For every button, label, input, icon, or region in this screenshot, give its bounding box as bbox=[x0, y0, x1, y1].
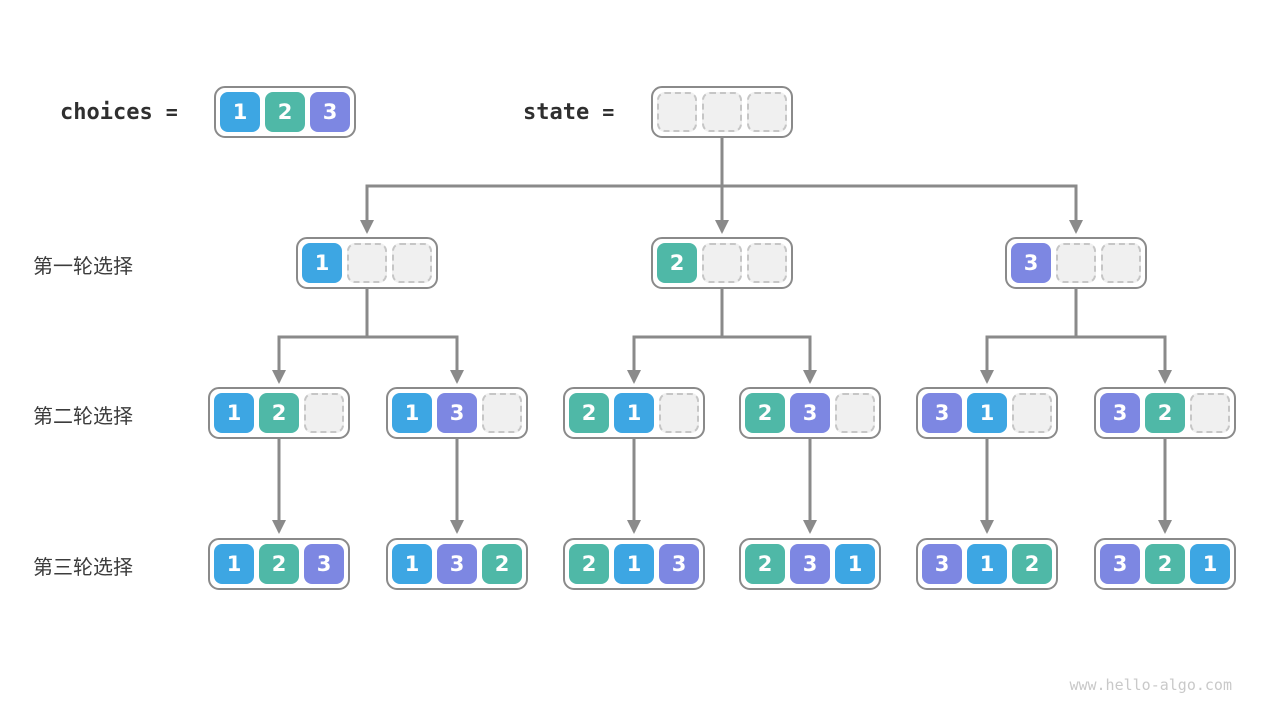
state-slot: 2 bbox=[259, 393, 299, 433]
state-slot bbox=[1190, 393, 1230, 433]
state-slot bbox=[657, 92, 697, 132]
state-slot: 3 bbox=[659, 544, 699, 584]
state-slot: 1 bbox=[1190, 544, 1230, 584]
choices-label: choices bbox=[60, 99, 153, 125]
state-slot bbox=[1056, 243, 1096, 283]
state-slot: 3 bbox=[922, 544, 962, 584]
state-slot: 1 bbox=[214, 393, 254, 433]
state-slot: 1 bbox=[967, 393, 1007, 433]
choices-slot: 3 bbox=[310, 92, 350, 132]
node-round3-213: 2 1 3 bbox=[563, 538, 705, 590]
state-slot: 3 bbox=[437, 393, 477, 433]
state-slot: 2 bbox=[569, 544, 609, 584]
state-slot bbox=[304, 393, 344, 433]
choices-expression: choices = bbox=[60, 86, 178, 138]
node-round2-13: 1 3 bbox=[386, 387, 528, 439]
state-slot: 1 bbox=[967, 544, 1007, 584]
node-round2-12: 1 2 bbox=[208, 387, 350, 439]
state-slot: 3 bbox=[790, 393, 830, 433]
equals-sign: = bbox=[602, 100, 615, 124]
round-3-label: 第三轮选择 bbox=[33, 557, 133, 579]
state-slot: 1 bbox=[835, 544, 875, 584]
state-slot: 3 bbox=[1011, 243, 1051, 283]
node-round3-312: 3 1 2 bbox=[916, 538, 1058, 590]
state-slot: 1 bbox=[302, 243, 342, 283]
state-slot: 2 bbox=[569, 393, 609, 433]
state-slot bbox=[482, 393, 522, 433]
state-slot: 3 bbox=[304, 544, 344, 584]
state-slot: 2 bbox=[482, 544, 522, 584]
state-slot bbox=[1101, 243, 1141, 283]
state-slot: 2 bbox=[657, 243, 697, 283]
choices-slot: 2 bbox=[265, 92, 305, 132]
watermark-text: www.hello-algo.com bbox=[1069, 676, 1232, 694]
state-slot: 2 bbox=[1012, 544, 1052, 584]
state-slot: 1 bbox=[614, 393, 654, 433]
node-round2-21: 2 1 bbox=[563, 387, 705, 439]
state-label: state bbox=[523, 99, 590, 125]
state-slot: 3 bbox=[922, 393, 962, 433]
state-slot: 3 bbox=[1100, 393, 1140, 433]
node-round2-23: 2 3 bbox=[739, 387, 881, 439]
node-round3-132: 1 3 2 bbox=[386, 538, 528, 590]
state-slot: 1 bbox=[392, 393, 432, 433]
state-slot: 2 bbox=[745, 544, 785, 584]
state-slot bbox=[347, 243, 387, 283]
state-slot bbox=[1012, 393, 1052, 433]
state-slot: 3 bbox=[790, 544, 830, 584]
state-slot bbox=[702, 243, 742, 283]
state-slot: 1 bbox=[214, 544, 254, 584]
node-round2-31: 3 1 bbox=[916, 387, 1058, 439]
node-round2-32: 3 2 bbox=[1094, 387, 1236, 439]
equals-sign: = bbox=[165, 100, 178, 124]
node-round1-3: 3 bbox=[1005, 237, 1147, 289]
node-round1-1: 1 bbox=[296, 237, 438, 289]
state-slot bbox=[747, 243, 787, 283]
state-slot: 2 bbox=[745, 393, 785, 433]
node-round3-231: 2 3 1 bbox=[739, 538, 881, 590]
round-2-label: 第二轮选择 bbox=[33, 406, 133, 428]
round-1-label: 第一轮选择 bbox=[33, 256, 133, 278]
state-slot: 2 bbox=[259, 544, 299, 584]
choices-slot: 1 bbox=[220, 92, 260, 132]
state-slot bbox=[747, 92, 787, 132]
choices-array: 1 2 3 bbox=[214, 86, 356, 138]
state-slot: 2 bbox=[1145, 393, 1185, 433]
state-slot: 3 bbox=[437, 544, 477, 584]
node-round1-2: 2 bbox=[651, 237, 793, 289]
state-array-root bbox=[651, 86, 793, 138]
node-round3-321: 3 2 1 bbox=[1094, 538, 1236, 590]
state-slot bbox=[659, 393, 699, 433]
state-slot bbox=[702, 92, 742, 132]
state-slot bbox=[392, 243, 432, 283]
state-slot: 3 bbox=[1100, 544, 1140, 584]
state-slot: 1 bbox=[392, 544, 432, 584]
state-slot: 2 bbox=[1145, 544, 1185, 584]
state-slot bbox=[835, 393, 875, 433]
state-slot: 1 bbox=[614, 544, 654, 584]
node-round3-123: 1 2 3 bbox=[208, 538, 350, 590]
state-expression: state = bbox=[523, 86, 614, 138]
